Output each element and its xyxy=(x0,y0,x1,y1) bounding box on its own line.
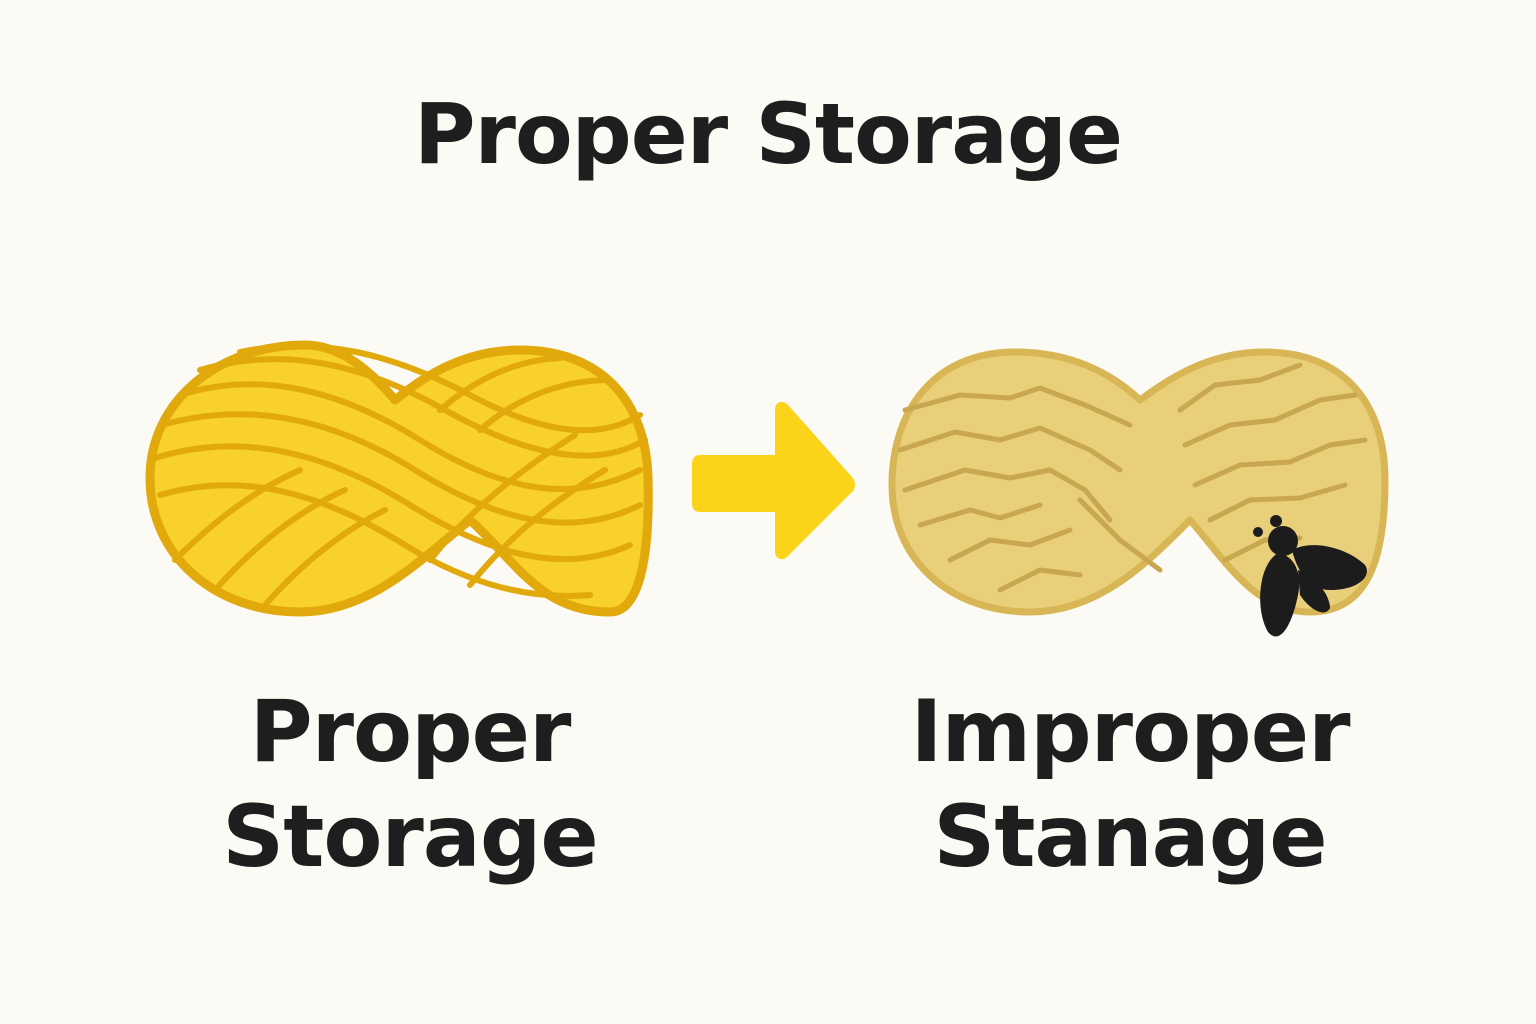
caption-line: Stanage xyxy=(933,786,1327,887)
page-title: Proper Storage xyxy=(413,85,1123,183)
proper-storage-caption: Proper Storage xyxy=(150,680,670,890)
arrow-right-icon xyxy=(692,401,855,560)
moth-icon xyxy=(1253,515,1367,637)
caption-line: Improper xyxy=(910,682,1351,782)
improper-storage-caption: Improper Stanage xyxy=(840,680,1420,890)
yarn-skein-icon xyxy=(145,340,653,617)
caption-line: Proper xyxy=(249,682,572,782)
caption-line: Storage xyxy=(222,786,598,887)
